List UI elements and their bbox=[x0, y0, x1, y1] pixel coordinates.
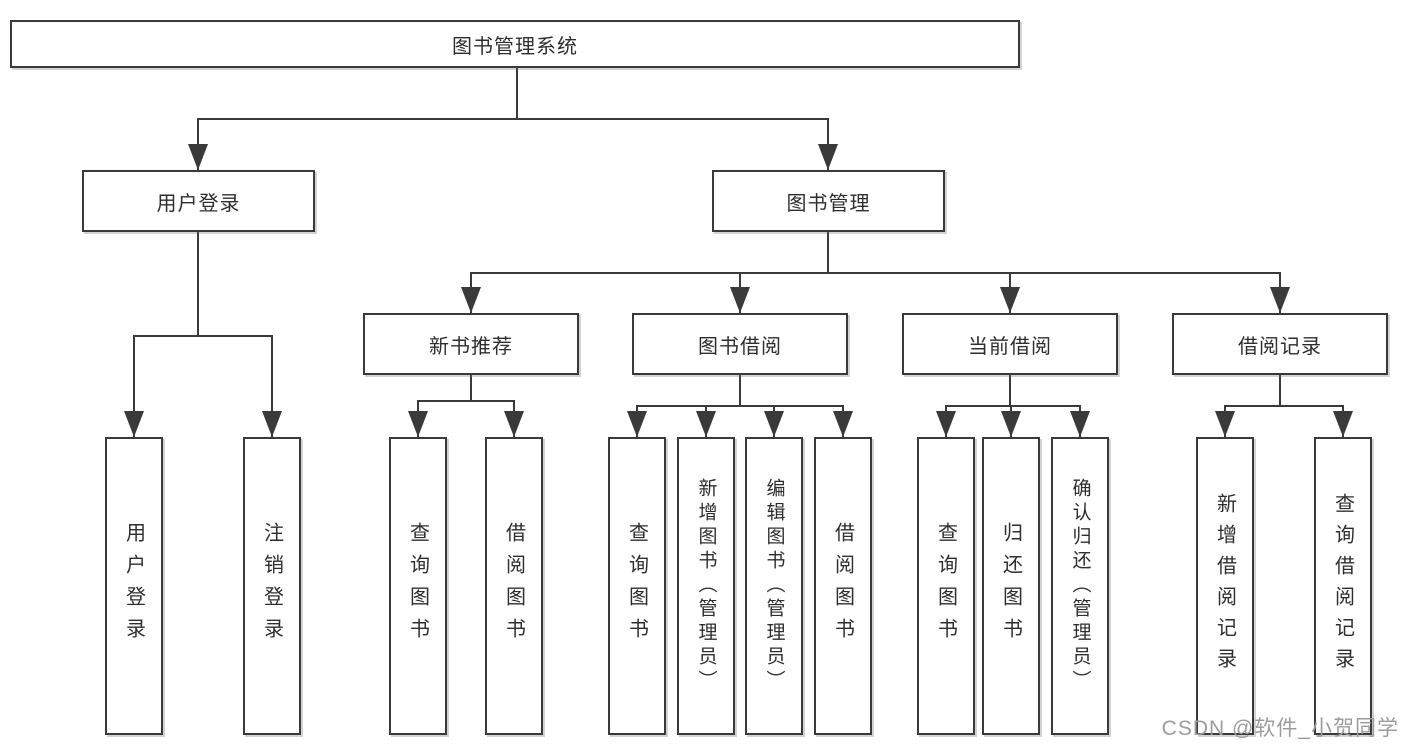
leaf-query-books-recommend: 查询图书 bbox=[389, 437, 447, 735]
down-arrow-icon bbox=[1215, 411, 1235, 437]
node-label: 新书推荐 bbox=[429, 335, 513, 358]
down-arrow-icon bbox=[1000, 287, 1020, 313]
leaf-label: 新增图书（管理员） bbox=[695, 478, 717, 694]
connector-line bbox=[516, 68, 518, 119]
down-arrow-icon bbox=[1270, 287, 1290, 313]
leaf-label: 查询图书 bbox=[406, 522, 429, 650]
connector-line bbox=[197, 232, 199, 336]
node-book-management-branch: 图书管理 bbox=[712, 170, 945, 232]
down-arrow-icon bbox=[696, 411, 716, 437]
node-label: 用户登录 bbox=[156, 192, 241, 215]
leaf-logout: 注销登录 bbox=[243, 437, 301, 735]
down-arrow-icon bbox=[627, 411, 647, 437]
down-arrow-icon bbox=[188, 144, 208, 170]
down-arrow-icon bbox=[504, 411, 524, 437]
node-borrowing-records: 借阅记录 bbox=[1172, 313, 1388, 375]
leaf-user-login: 用户登录 bbox=[105, 437, 163, 735]
connector-line bbox=[1224, 405, 1344, 407]
leaf-confirm-return-admin: 确认归还（管理员） bbox=[1051, 437, 1109, 735]
leaf-query-books-borrowing: 查询图书 bbox=[608, 437, 666, 735]
down-arrow-icon bbox=[936, 411, 956, 437]
connector-line bbox=[271, 336, 273, 437]
connector-line bbox=[197, 118, 829, 120]
node-new-book-recommendation: 新书推荐 bbox=[363, 313, 579, 375]
down-arrow-icon bbox=[1001, 411, 1021, 437]
node-current-borrowing: 当前借阅 bbox=[902, 313, 1118, 375]
leaf-label: 借阅图书 bbox=[831, 522, 854, 650]
leaf-label: 新增借阅记录 bbox=[1213, 493, 1236, 679]
connector-line bbox=[470, 272, 1281, 274]
down-arrow-icon bbox=[461, 287, 481, 313]
node-label: 图书借阅 bbox=[698, 335, 782, 358]
leaf-add-books-admin: 新增图书（管理员） bbox=[677, 437, 735, 735]
leaf-query-borrow-record: 查询借阅记录 bbox=[1314, 437, 1372, 735]
down-arrow-icon bbox=[1333, 411, 1353, 437]
connector-line bbox=[470, 375, 472, 401]
node-label: 图书管理系统 bbox=[452, 35, 578, 58]
node-label: 图书管理 bbox=[786, 192, 871, 215]
connector-line bbox=[1279, 375, 1281, 406]
node-library-management-system: 图书管理系统 bbox=[10, 20, 1020, 68]
down-arrow-icon bbox=[124, 411, 144, 437]
down-arrow-icon bbox=[1070, 411, 1090, 437]
leaf-borrow-books-recommend: 借阅图书 bbox=[485, 437, 543, 735]
connector-line bbox=[827, 232, 829, 273]
down-arrow-icon bbox=[730, 287, 750, 313]
leaf-return-books: 归还图书 bbox=[982, 437, 1040, 735]
connector-line bbox=[945, 405, 1081, 407]
leaf-label: 编辑图书（管理员） bbox=[763, 478, 785, 694]
node-label: 当前借阅 bbox=[968, 335, 1052, 358]
down-arrow-icon bbox=[408, 411, 428, 437]
leaf-label: 查询借阅记录 bbox=[1331, 493, 1354, 679]
watermark: CSDN @软件_小贺同学 bbox=[1161, 717, 1399, 740]
node-user-login-branch: 用户登录 bbox=[82, 170, 315, 232]
connector-line bbox=[739, 375, 741, 406]
leaf-label: 借阅图书 bbox=[502, 522, 525, 650]
leaf-label: 注销登录 bbox=[260, 522, 283, 650]
connector-line bbox=[133, 335, 273, 337]
leaf-add-borrow-record: 新增借阅记录 bbox=[1196, 437, 1254, 735]
leaf-label: 归还图书 bbox=[999, 522, 1022, 650]
leaf-borrow-books: 借阅图书 bbox=[814, 437, 872, 735]
connector-line bbox=[1009, 375, 1011, 406]
leaf-label: 用户登录 bbox=[122, 522, 145, 650]
down-arrow-icon bbox=[833, 411, 853, 437]
connector-line bbox=[133, 336, 135, 437]
leaf-query-books-current: 查询图书 bbox=[917, 437, 975, 735]
leaf-label: 查询图书 bbox=[934, 522, 957, 650]
down-arrow-icon bbox=[818, 144, 838, 170]
node-label: 借阅记录 bbox=[1238, 335, 1322, 358]
down-arrow-icon bbox=[764, 411, 784, 437]
leaf-edit-books-admin: 编辑图书（管理员） bbox=[745, 437, 803, 735]
down-arrow-icon bbox=[262, 411, 282, 437]
connector-line bbox=[636, 405, 844, 407]
leaf-label: 确认归还（管理员） bbox=[1069, 478, 1091, 694]
node-book-borrowing: 图书借阅 bbox=[632, 313, 848, 375]
leaf-label: 查询图书 bbox=[625, 522, 648, 650]
connector-line bbox=[417, 400, 515, 402]
